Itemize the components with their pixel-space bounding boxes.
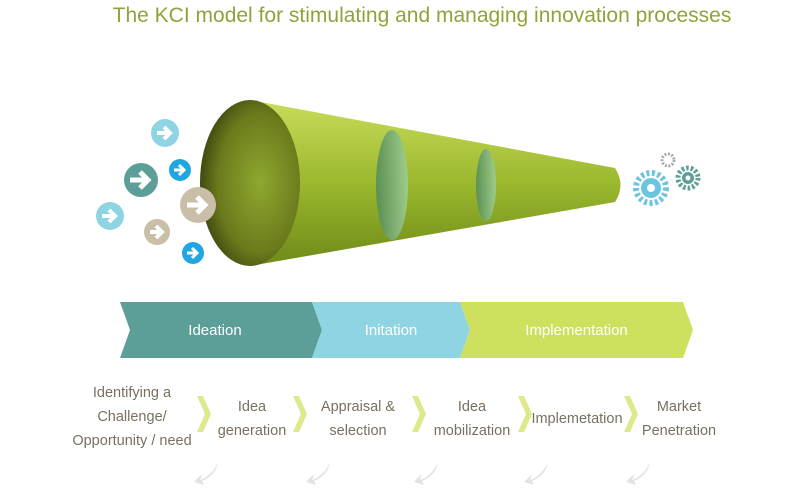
phase-implementation: Implementation [525,321,628,339]
arrow-circle-icon [180,187,216,223]
arrow-circle-icon [151,119,179,147]
input-arrow-icons [96,119,216,264]
gear-icon [660,152,676,168]
arrow-circle-icon [96,202,124,230]
chevron-separator-icon [293,396,307,432]
diagram-title: The KCI model for stimulating and managi… [112,4,732,27]
chevron-separator-icon [518,396,532,432]
step-identifying-challenge: Identifying a Challenge/ Opportunity / n… [72,385,192,449]
curved-arrow-icon [626,462,650,485]
stage-ring-2 [476,149,496,221]
curved-arrow-icon [194,462,218,485]
step-appraisal-selection: Appraisal & selection [320,399,396,439]
phase-ideation: Ideation [188,321,242,339]
gear-icon [675,165,701,191]
cone-body [250,100,621,266]
arrow-circle-icon [144,219,170,245]
step-idea-mobilization: Idea mobilization [433,399,511,439]
arrow-circle-icon [169,159,191,181]
curved-arrow-icon [414,462,438,485]
step-implemetation: Implemetation [531,411,623,427]
step-market-penetration: Market Penetration [641,399,717,439]
phase-initation: Initation [364,321,418,339]
chevron-separator-icon [412,396,426,432]
phase-arrow-ideation-shape [120,302,322,358]
step-idea-generation: Idea generation [217,399,287,439]
chevron-separator-icon [197,396,211,432]
cone-mouth [200,100,300,266]
gear-icons [633,152,701,206]
arrow-circle-icon [182,242,204,264]
curved-arrow-icon [306,462,330,485]
arrow-circle-icon [124,163,158,197]
phase-arrow-implementation-shape [460,302,693,358]
phase-arrow-initation-shape [312,302,470,358]
feedback-arrows [194,462,650,485]
stage-ring-1 [376,130,408,240]
chevron-separator-icon [624,396,638,432]
gear-icon [633,170,669,206]
curved-arrow-icon [524,462,548,485]
step-separators [197,396,638,432]
